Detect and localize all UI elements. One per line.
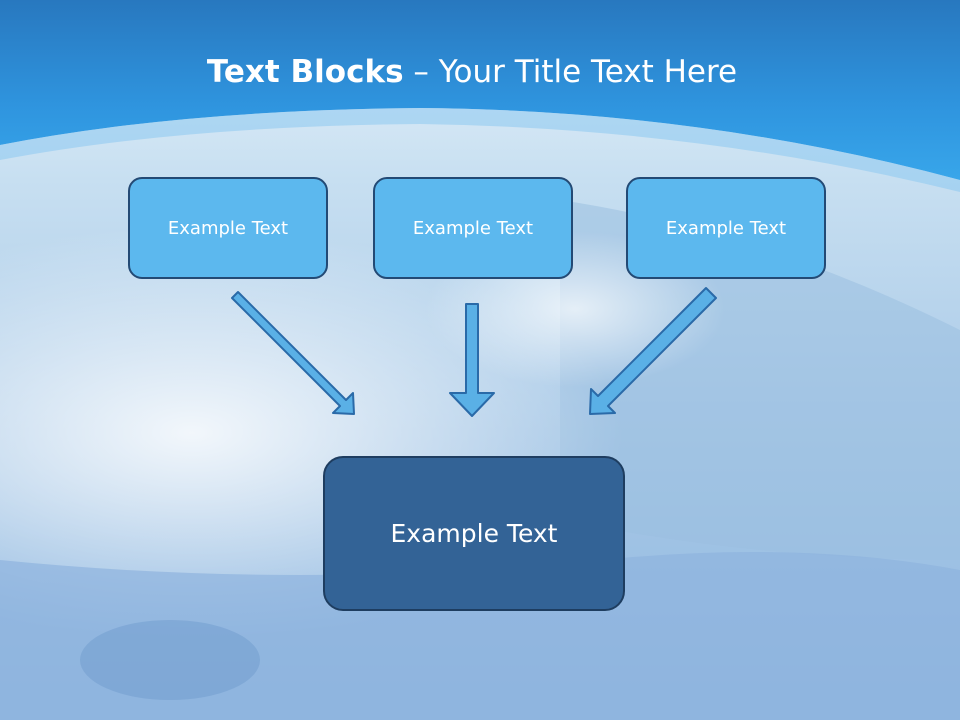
arrow-left-diagonal (231, 291, 355, 415)
target-block: Example Text (323, 456, 625, 611)
slide-title: Text Blocks – Your Title Text Here (0, 54, 944, 90)
text-block-right: Example Text (626, 177, 826, 279)
text-block-label: Example Text (412, 217, 534, 239)
text-block-label: Example Text (167, 217, 289, 239)
title-bold-part: Text Blocks (206, 54, 404, 90)
target-block-label: Example Text (390, 519, 558, 548)
text-block-left: Example Text (128, 177, 328, 279)
arrow-center-down (449, 303, 495, 417)
arrow-right-diagonal (589, 287, 717, 415)
title-rest: Your Title Text Here (438, 54, 738, 90)
title-dash: – (403, 54, 439, 90)
text-block-label: Example Text (665, 217, 787, 239)
text-block-center: Example Text (373, 177, 573, 279)
